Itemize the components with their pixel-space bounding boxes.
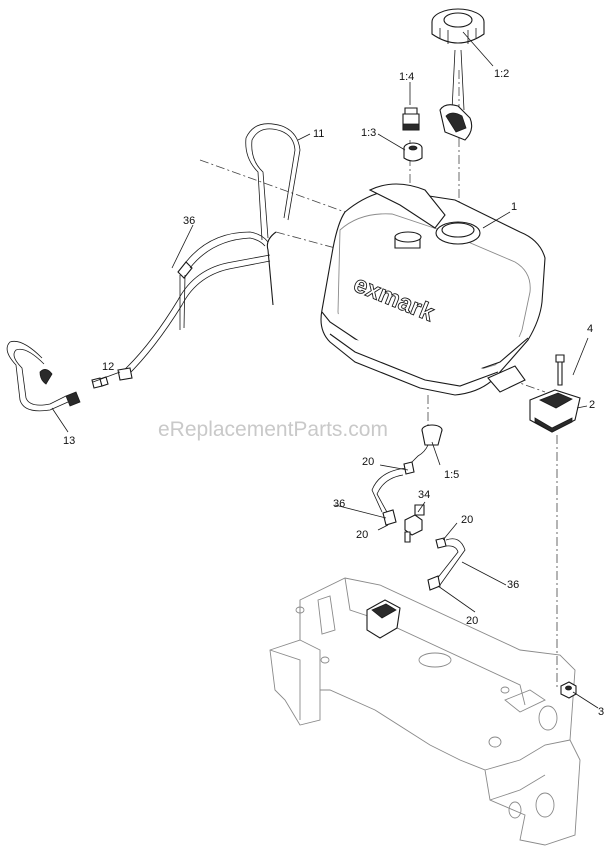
fuel-tank-part[interactable]: exmark (320, 183, 546, 396)
hose-clip-part[interactable] (177, 231, 269, 330)
callout-20-upper[interactable]: 20 (362, 456, 374, 468)
tank-bracket-part[interactable] (529, 389, 581, 433)
grommet-part[interactable] (403, 142, 423, 162)
frame-chassis (269, 577, 581, 846)
callout-2[interactable]: 2 (589, 399, 595, 411)
callout-4[interactable]: 4 (587, 323, 593, 335)
callout-20-lower[interactable]: 20 (466, 615, 478, 627)
frame-bracket (366, 599, 401, 639)
callout-36-lower[interactable]: 36 (507, 579, 519, 591)
callout-1-2[interactable]: 1:2 (494, 68, 509, 80)
fitting-part[interactable] (91, 376, 109, 389)
callout-12[interactable]: 12 (102, 361, 114, 373)
callout-1-3[interactable]: 1:3 (361, 127, 376, 139)
vent-fitting-part[interactable] (402, 107, 420, 131)
callout-1-5[interactable]: 1:5 (444, 469, 459, 481)
callout-34[interactable]: 36 (183, 215, 195, 227)
tank-outlet-fitting[interactable] (411, 424, 443, 463)
callout-20-left[interactable]: 20 (356, 529, 368, 541)
bolt-part[interactable] (555, 354, 565, 386)
nut-part[interactable] (560, 681, 577, 699)
callout-3[interactable]: 3 (598, 706, 604, 718)
callout-13[interactable]: 13 (63, 435, 75, 447)
callout-20-right[interactable]: 20 (461, 514, 473, 526)
fuel-cap-part[interactable] (431, 8, 485, 141)
vent-hose-part[interactable] (245, 123, 301, 306)
shutoff-valve-part[interactable] (404, 504, 425, 543)
leader-lines (51, 31, 599, 709)
callout-1-4[interactable]: 1:4 (399, 71, 414, 83)
watermark-text: eReplacementParts.com (158, 418, 388, 441)
callout-1[interactable]: 1 (511, 201, 517, 213)
fuel-line-part[interactable] (6, 254, 271, 412)
callout-labels: 1:2 1:4 1:3 11 1 36 4 12 2 13 20 1:5 34 … (63, 68, 604, 718)
callout-11[interactable]: 11 (313, 128, 324, 140)
callout-21[interactable]: 34 (418, 489, 430, 501)
callout-36-upper[interactable]: 36 (333, 498, 345, 510)
